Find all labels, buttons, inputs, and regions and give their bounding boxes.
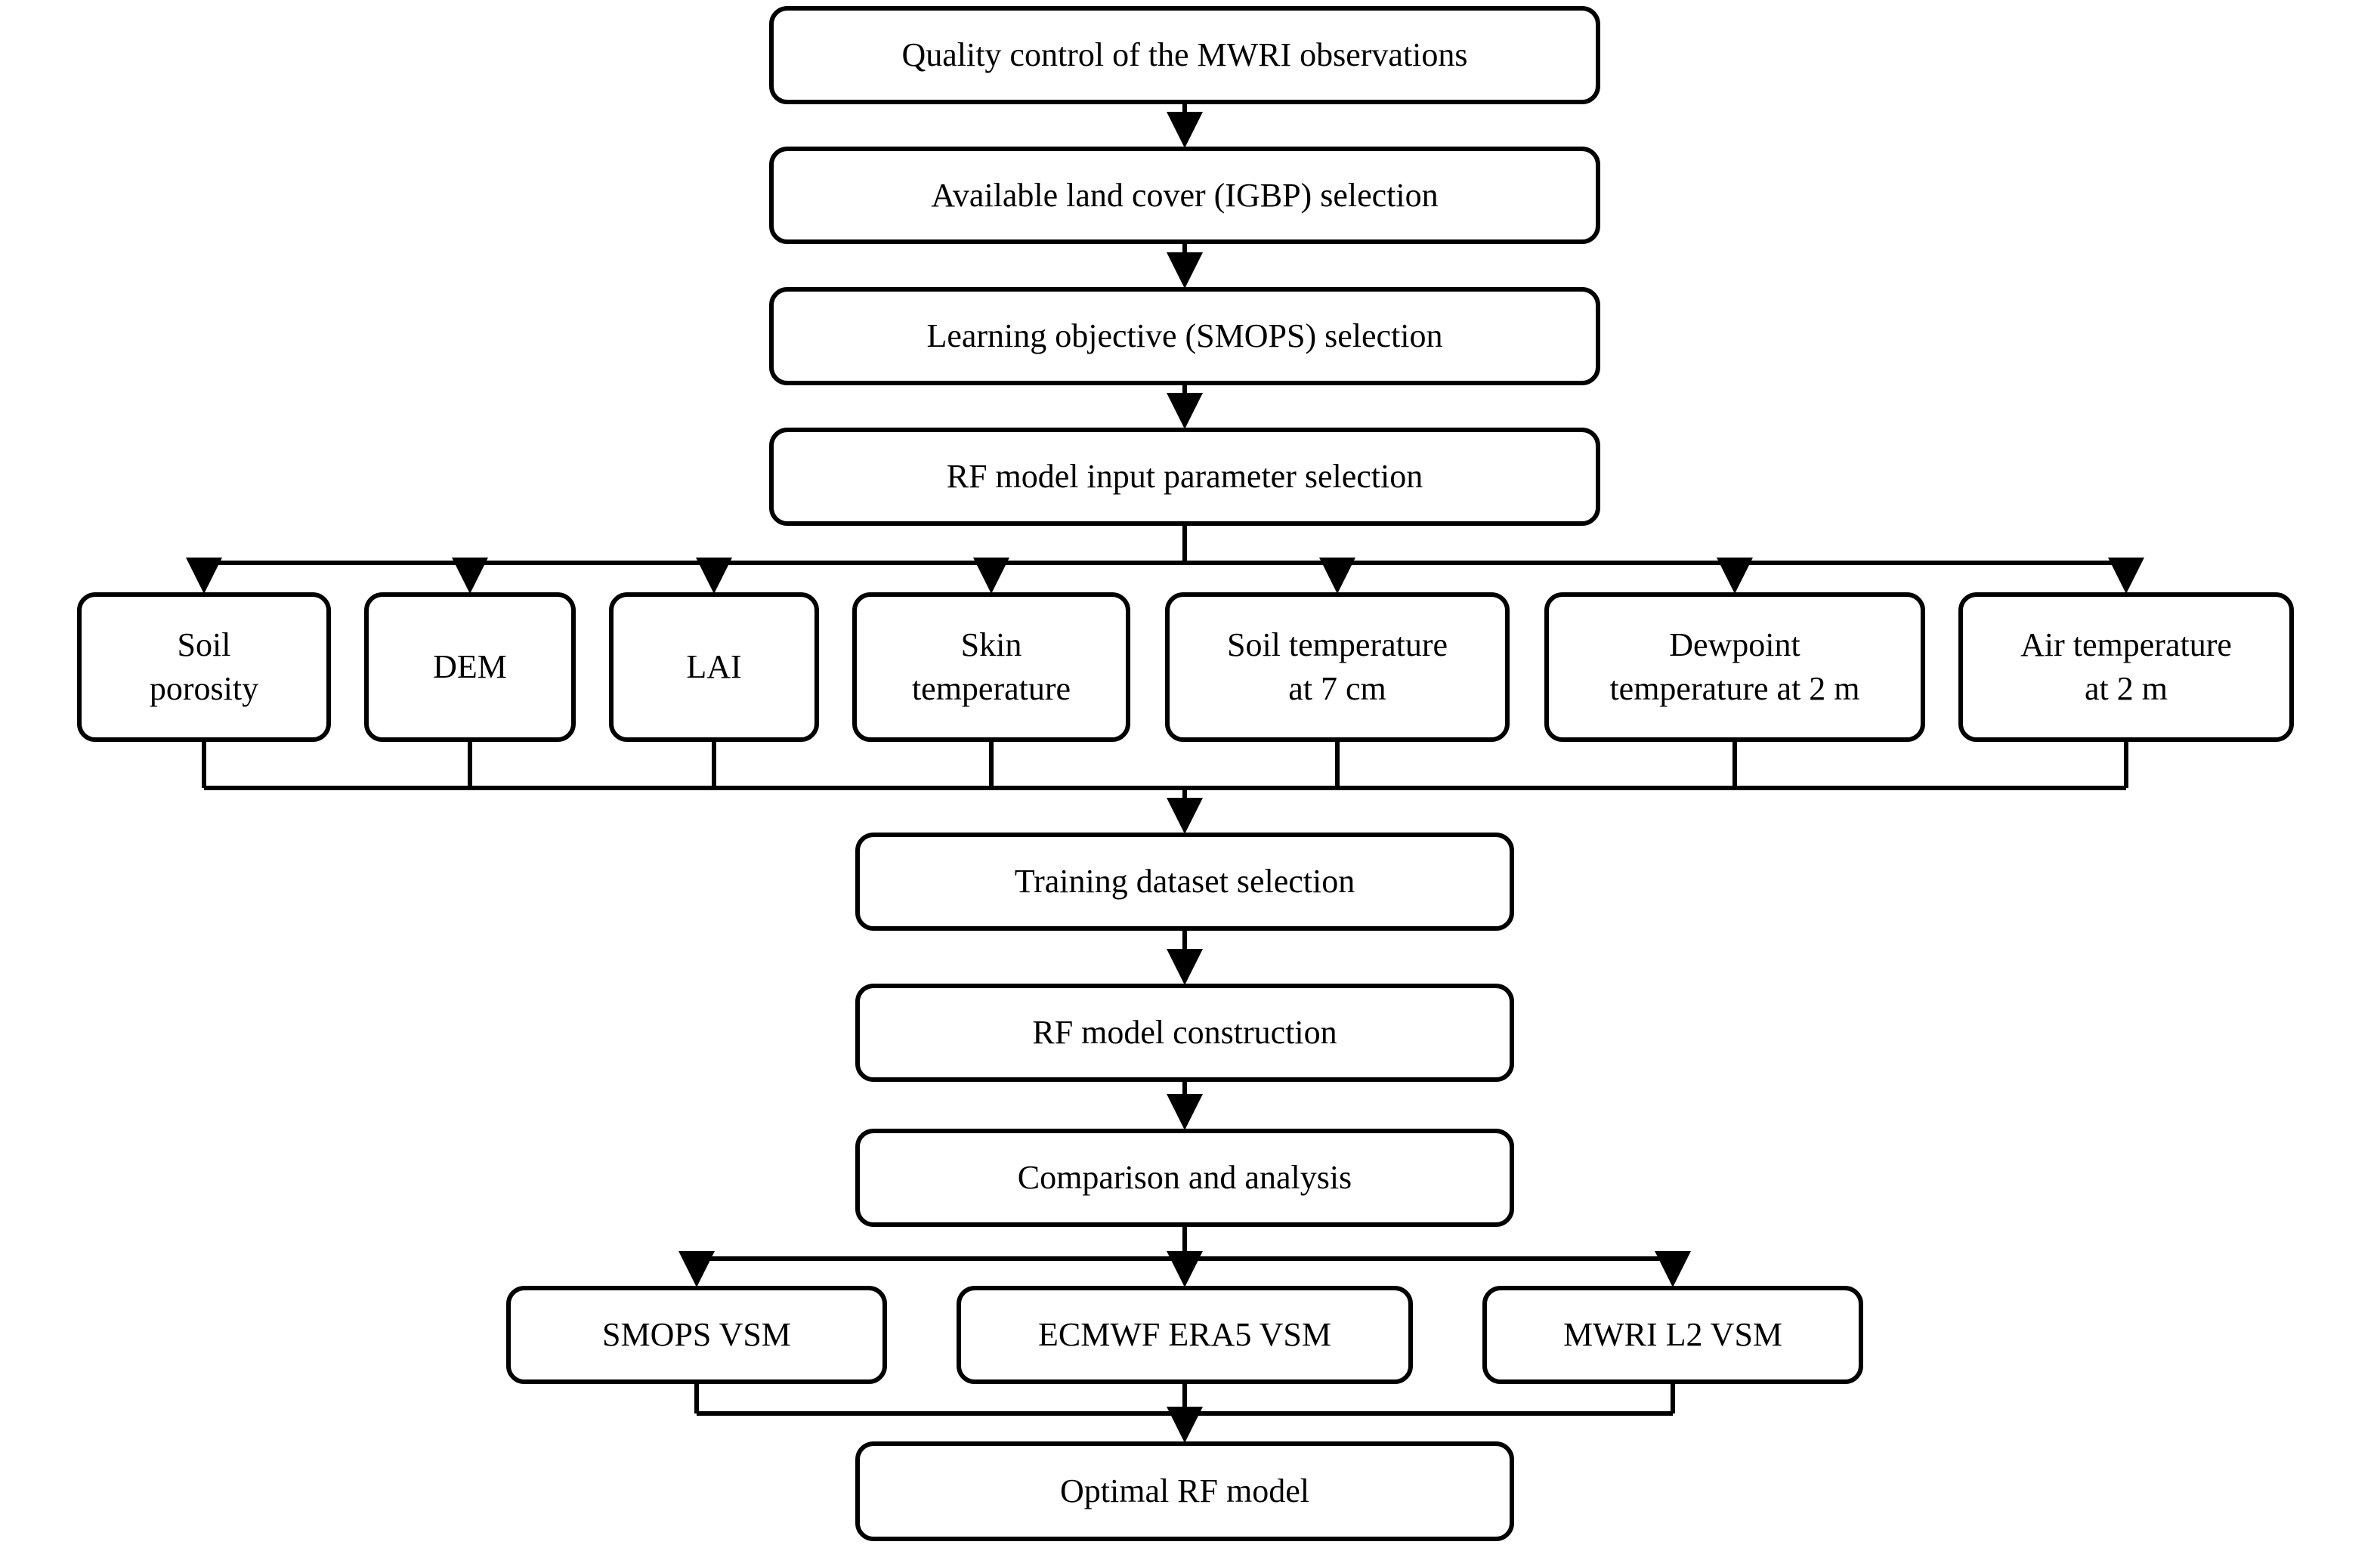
input-skin-temperature-label: Skin temperature (911, 626, 1071, 707)
input-dewpoint-temperature-label: Dewpoint temperature at 2 m (1609, 626, 1860, 707)
input-soil-porosity-box: Soil porosity (77, 592, 331, 742)
input-lai-label: LAI (686, 648, 742, 685)
input-parameter-selection-box: RF model input parameter selection (769, 428, 1600, 526)
input-dem-label: DEM (433, 648, 507, 685)
learning-objective-label: Learning objective (SMOPS) selection (926, 317, 1443, 354)
training-dataset-box: Training dataset selection (855, 833, 1514, 931)
era5-vsm-box: ECMWF ERA5 VSM (957, 1286, 1413, 1384)
input-skin-temperature-box: Skin temperature (852, 592, 1130, 742)
model-construction-box: RF model construction (855, 984, 1514, 1082)
training-dataset-label: Training dataset selection (1014, 863, 1355, 900)
input-lai-box: LAI (609, 592, 819, 742)
input-soil-temperature-label: Soil temperature at 7 cm (1226, 626, 1448, 707)
model-construction-label: RF model construction (1032, 1014, 1337, 1051)
input-parameter-selection-label: RF model input parameter selection (946, 458, 1423, 495)
mwri-l2-vsm-box: MWRI L2 VSM (1482, 1286, 1863, 1384)
learning-objective-box: Learning objective (SMOPS) selection (769, 287, 1600, 385)
quality-control-label: Quality control of the MWRI observations (901, 36, 1468, 73)
optimal-model-box: Optimal RF model (855, 1441, 1514, 1541)
era5-vsm-label: ECMWF ERA5 VSM (1038, 1316, 1331, 1353)
land-cover-selection-label: Available land cover (IGBP) selection (931, 176, 1439, 214)
input-soil-temperature-box: Soil temperature at 7 cm (1165, 592, 1510, 742)
optimal-model-label: Optimal RF model (1060, 1472, 1309, 1509)
smops-vsm-label: SMOPS VSM (602, 1316, 791, 1353)
input-air-temperature-label: Air temperature at 2 m (2020, 626, 2232, 707)
mwri-l2-vsm-label: MWRI L2 VSM (1562, 1316, 1783, 1353)
comparison-analysis-box: Comparison and analysis (855, 1129, 1514, 1227)
land-cover-selection-box: Available land cover (IGBP) selection (769, 147, 1600, 244)
input-soil-porosity-label: Soil porosity (149, 626, 259, 707)
quality-control-box: Quality control of the MWRI observations (769, 6, 1600, 104)
input-dem-box: DEM (364, 592, 576, 742)
input-dewpoint-temperature-box: Dewpoint temperature at 2 m (1544, 592, 1925, 742)
input-air-temperature-box: Air temperature at 2 m (1958, 592, 2294, 742)
comparison-analysis-label: Comparison and analysis (1017, 1159, 1352, 1196)
smops-vsm-box: SMOPS VSM (506, 1286, 887, 1384)
